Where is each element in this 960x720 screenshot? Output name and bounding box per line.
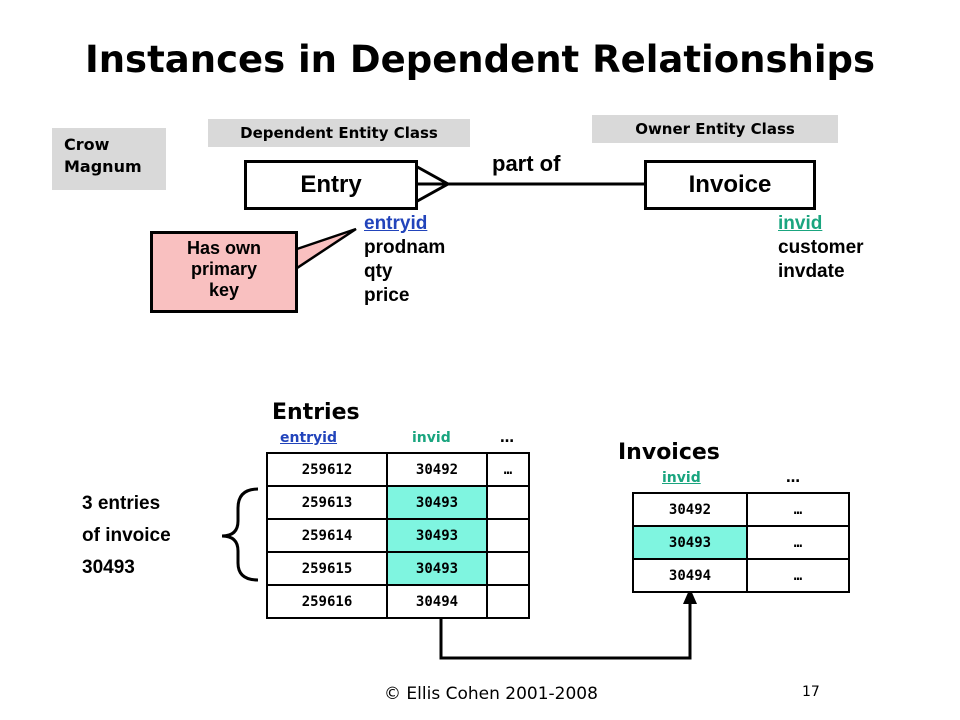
invoice-attributes: invid customer invdate xyxy=(778,212,864,284)
entries-cell-more xyxy=(486,485,530,520)
entries-cell-more xyxy=(486,584,530,619)
entries-cell-invid: 30493 xyxy=(386,551,488,586)
owner-entity-class-tag: Owner Entity Class xyxy=(592,115,838,143)
callout-line-1: Has own xyxy=(186,238,261,258)
invoices-cell-invid: 30494 xyxy=(632,558,748,593)
entity-invoice-name: Invoice xyxy=(688,171,772,198)
entry-attribute: price xyxy=(364,285,410,306)
invoices-table: 30492 … 30493 … 30494 … xyxy=(632,492,850,593)
entries-cell-more xyxy=(486,518,530,553)
invoices-table-title: Invoices xyxy=(618,440,720,465)
copyright: © Ellis Cohen 2001-2008 xyxy=(384,684,598,704)
entries-cell-more xyxy=(486,551,530,586)
entry-attribute: prodnam xyxy=(364,237,446,258)
entries-cell-entryid: 259615 xyxy=(266,551,388,586)
entity-invoice: Invoice xyxy=(644,160,816,210)
page-title: Instances in Dependent Relationships xyxy=(84,38,876,81)
brace-note-line-2: of invoice xyxy=(82,525,171,546)
invoices-cell-more: … xyxy=(746,492,850,527)
callout-pointer xyxy=(292,227,357,273)
invoice-attribute: customer xyxy=(778,237,864,258)
table-row: 30492 … xyxy=(632,492,850,527)
entries-cell-entryid: 259614 xyxy=(266,518,388,553)
entity-entry: Entry xyxy=(244,160,418,210)
reference-arrowhead-icon xyxy=(683,588,697,604)
table-row: 259613 30493 xyxy=(266,485,530,520)
relationship-label: part of xyxy=(492,151,561,176)
entry-primary-key: entryid xyxy=(364,213,428,234)
invoice-primary-key: invid xyxy=(778,213,823,234)
entries-cell-entryid: 259616 xyxy=(266,584,388,619)
reference-line xyxy=(439,602,692,660)
entry-attributes: entryid prodnam qty price xyxy=(364,212,445,308)
entries-cell-more: … xyxy=(486,452,530,487)
entity-entry-name: Entry xyxy=(300,171,362,198)
table-row: 259612 30492 … xyxy=(266,452,530,487)
primary-key-callout: Has own primary key xyxy=(150,231,298,313)
entries-cell-entryid: 259613 xyxy=(266,485,388,520)
invoices-header-invid: invid xyxy=(662,470,701,486)
entries-header-invid: invid xyxy=(412,430,451,446)
invoices-cell-invid: 30493 xyxy=(632,525,748,560)
notation-line-2: Magnum xyxy=(64,157,142,176)
invoices-header-more: … xyxy=(786,470,800,486)
brace-note-line-3: 30493 xyxy=(82,557,135,578)
callout-line-2: primary xyxy=(190,259,258,279)
brace-icon xyxy=(221,487,259,582)
brace-note: 3 entries of invoice 30493 xyxy=(82,488,171,584)
callout-line-3: key xyxy=(208,280,240,300)
notation-line-1: Crow xyxy=(64,135,110,154)
notation-tag: Crow Magnum xyxy=(52,128,166,190)
brace-note-line-1: 3 entries xyxy=(82,493,161,514)
table-row: 30493 … xyxy=(632,525,850,560)
invoice-attribute: invdate xyxy=(778,261,845,282)
entries-header-entryid: entryid xyxy=(280,430,338,446)
table-row: 259614 30493 xyxy=(266,518,530,553)
entry-attribute: qty xyxy=(364,261,393,282)
table-row: 259616 30494 xyxy=(266,584,530,619)
entries-cell-invid: 30492 xyxy=(386,452,488,487)
entries-header-more: … xyxy=(500,430,514,446)
invoices-cell-more: … xyxy=(746,525,850,560)
entries-table: 259612 30492 … 259613 30493 259614 30493… xyxy=(266,452,530,619)
entries-cell-invid: 30493 xyxy=(386,518,488,553)
entries-cell-invid: 30494 xyxy=(386,584,488,619)
entries-table-title: Entries xyxy=(272,400,360,425)
table-row: 30494 … xyxy=(632,558,850,593)
entries-cell-entryid: 259612 xyxy=(266,452,388,487)
invoices-cell-invid: 30492 xyxy=(632,492,748,527)
invoices-cell-more: … xyxy=(746,558,850,593)
page-number: 17 xyxy=(802,684,820,700)
table-row: 259615 30493 xyxy=(266,551,530,586)
entries-cell-invid: 30493 xyxy=(386,485,488,520)
dependent-entity-class-tag: Dependent Entity Class xyxy=(208,119,470,147)
